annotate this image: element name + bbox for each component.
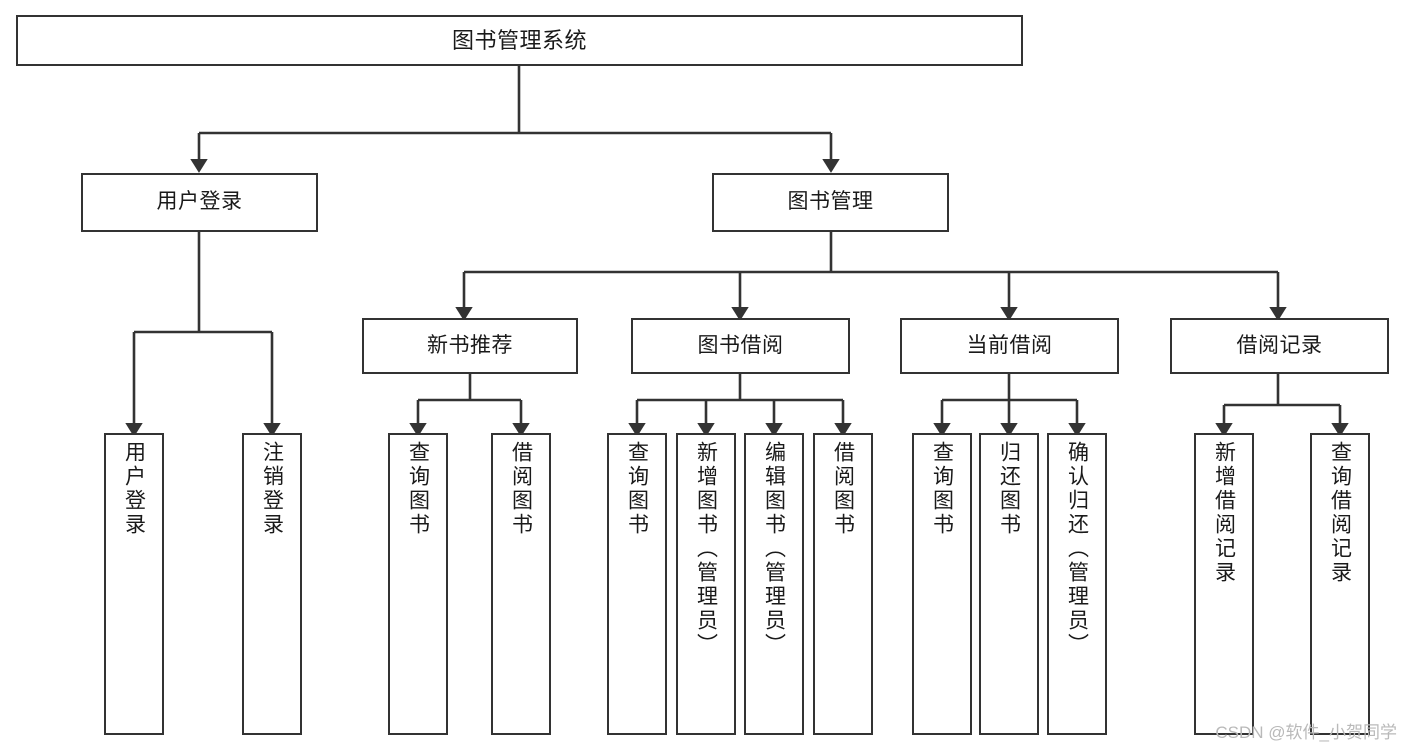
node-leaf-add-book[interactable]: 新增图书（管理员） — [676, 433, 736, 735]
node-leaf-edit-book[interactable]: 编辑图书（管理员） — [744, 433, 804, 735]
node-leaf-query-record-label: 查询借阅记录 — [1328, 441, 1352, 585]
node-leaf-borrow-book-1[interactable]: 借阅图书 — [491, 433, 551, 735]
node-leaf-logout[interactable]: 注销登录 — [242, 433, 302, 735]
node-leaf-edit-book-label: 编辑图书（管理员） — [762, 441, 786, 657]
node-leaf-logout-label: 注销登录 — [260, 441, 284, 537]
csdn-watermark: CSDN @软件_小贺同学 — [1215, 723, 1397, 742]
node-leaf-add-book-label: 新增图书（管理员） — [694, 441, 718, 657]
node-leaf-add-record[interactable]: 新增借阅记录 — [1194, 433, 1254, 735]
node-leaf-confirm-return[interactable]: 确认归还（管理员） — [1047, 433, 1107, 735]
node-new-book-recommend-label: 新书推荐 — [427, 333, 513, 357]
node-leaf-return-book[interactable]: 归还图书 — [979, 433, 1039, 735]
node-leaf-query-book-1-label: 查询图书 — [406, 441, 430, 537]
node-book-manage-label: 图书管理 — [787, 190, 874, 214]
node-root-label: 图书管理系统 — [451, 27, 587, 53]
node-leaf-query-book-3[interactable]: 查询图书 — [912, 433, 972, 735]
node-new-book-recommend[interactable]: 新书推荐 — [362, 318, 578, 374]
node-leaf-query-record[interactable]: 查询借阅记录 — [1310, 433, 1370, 735]
node-book-manage[interactable]: 图书管理 — [712, 173, 949, 232]
node-leaf-borrow-book-1-label: 借阅图书 — [509, 441, 533, 537]
node-borrow-record-label: 借阅记录 — [1236, 333, 1323, 357]
node-leaf-query-book-3-label: 查询图书 — [930, 441, 954, 537]
node-leaf-query-book-1[interactable]: 查询图书 — [388, 433, 448, 735]
node-user-login-label: 用户登录 — [156, 190, 243, 214]
node-leaf-add-record-label: 新增借阅记录 — [1212, 441, 1236, 585]
node-current-borrow-label: 当前借阅 — [966, 333, 1053, 357]
node-leaf-query-book-2[interactable]: 查询图书 — [607, 433, 667, 735]
node-user-login[interactable]: 用户登录 — [81, 173, 318, 232]
node-leaf-confirm-return-label: 确认归还（管理员） — [1065, 441, 1089, 657]
node-root[interactable]: 图书管理系统 — [16, 15, 1023, 66]
node-leaf-borrow-book-2-label: 借阅图书 — [831, 441, 855, 537]
node-borrow-record[interactable]: 借阅记录 — [1170, 318, 1389, 374]
node-current-borrow[interactable]: 当前借阅 — [900, 318, 1119, 374]
node-book-borrow[interactable]: 图书借阅 — [631, 318, 850, 374]
node-leaf-user-login[interactable]: 用户登录 — [104, 433, 164, 735]
node-leaf-return-book-label: 归还图书 — [997, 441, 1021, 537]
node-leaf-query-book-2-label: 查询图书 — [625, 441, 649, 537]
node-book-borrow-label: 图书借阅 — [697, 333, 784, 357]
node-leaf-user-login-label: 用户登录 — [122, 441, 146, 537]
node-leaf-borrow-book-2[interactable]: 借阅图书 — [813, 433, 873, 735]
